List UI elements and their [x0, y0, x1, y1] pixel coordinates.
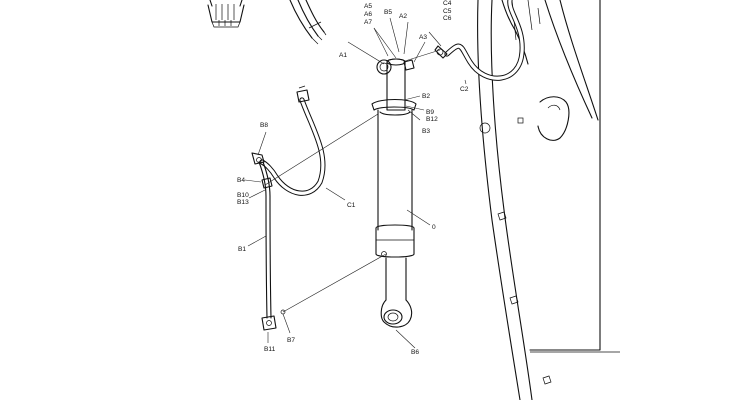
label-c5: C5	[443, 8, 452, 15]
label-b6: B6	[411, 349, 419, 356]
label-b13: B13	[237, 199, 249, 206]
label-c4: C4	[443, 0, 452, 7]
label-b11: B11	[264, 346, 276, 353]
label-b5: B5	[384, 9, 392, 16]
label-b3: B3	[422, 128, 430, 135]
label-b9: B9	[426, 109, 434, 116]
label-b7: B7	[287, 337, 295, 344]
tube-b1	[251, 152, 286, 331]
label-a2: A2	[399, 13, 407, 20]
label-c1: C1	[347, 202, 356, 209]
label-b10: B10	[237, 192, 249, 199]
label-a3: A3	[419, 34, 427, 41]
label-b8: B8	[260, 122, 268, 129]
label-a4: A4	[364, 0, 372, 1]
label-a1: A1	[339, 52, 347, 59]
label-a7: A7	[364, 19, 372, 26]
callout-labels: A4 A5 A6 A7 B5 A2 A3 A1 C4 C5 C6 C2 B2 B…	[237, 0, 469, 356]
label-b2: B2	[422, 93, 430, 100]
label-c2: C2	[460, 86, 469, 93]
leader-lines	[244, 17, 467, 349]
label-a5: A5	[364, 3, 372, 10]
label-b1: B1	[238, 246, 246, 253]
label-zero: 0	[432, 224, 436, 231]
label-b12: B12	[426, 116, 438, 123]
hose-c1	[259, 85, 326, 196]
hose-c2	[434, 0, 525, 81]
hydraulic-cylinder	[371, 58, 417, 328]
top-fitting-block	[207, 0, 245, 28]
label-a6: A6	[364, 11, 372, 18]
boom-arm	[477, 0, 620, 400]
top-tube-bundle	[289, 0, 327, 45]
label-b4: B4	[237, 177, 245, 184]
label-c6: C6	[443, 15, 452, 22]
